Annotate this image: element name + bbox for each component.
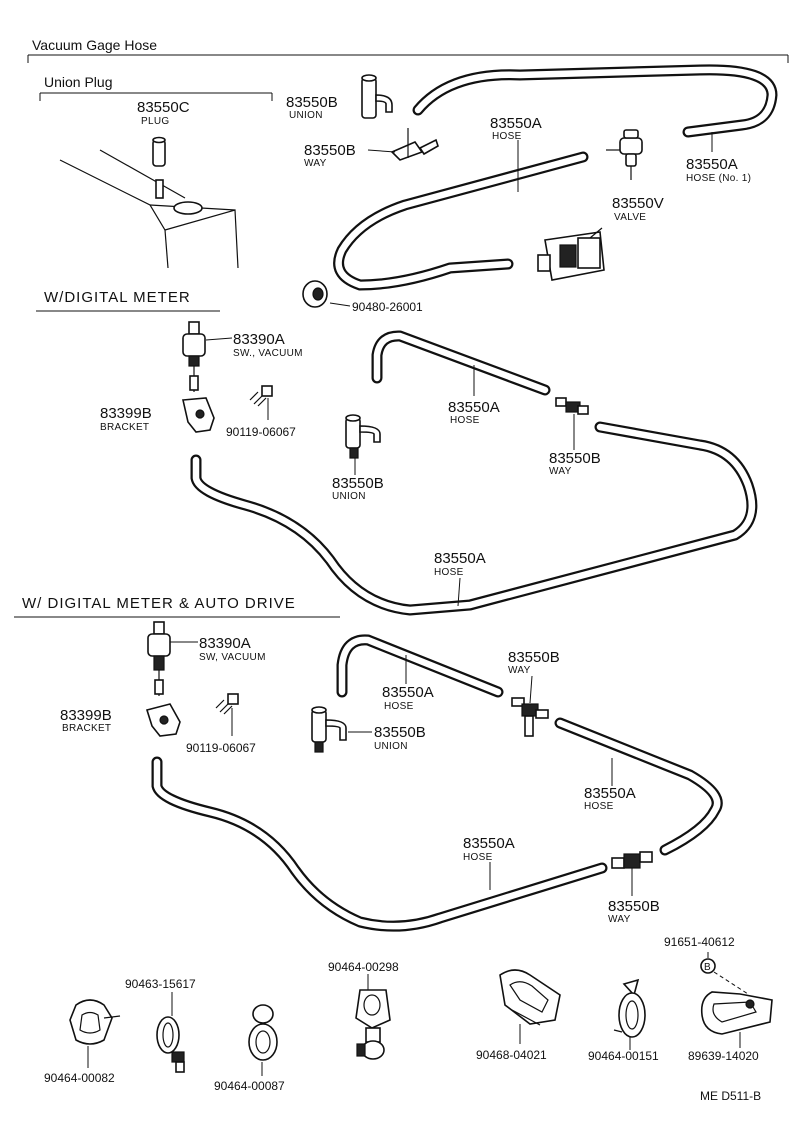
- hose-top-main: [333, 151, 589, 291]
- union-low-part: [311, 706, 347, 753]
- hose-low-right: [554, 717, 723, 856]
- way-top-number: 83550B: [304, 142, 356, 159]
- vacuum-gage-hose-title: Vacuum Gage Hose: [32, 37, 157, 53]
- union-low-number: 83550B: [374, 724, 426, 741]
- hose-low-bottom: [151, 756, 608, 932]
- hose-low-b-desc: HOSE: [584, 801, 614, 812]
- union-top-part: [361, 74, 393, 119]
- union-plug-title: Union Plug: [44, 74, 113, 90]
- vacuum-switch-mid: [182, 321, 206, 392]
- hose-mid-b-number: 83550A: [434, 550, 486, 567]
- way-low2-part: [611, 851, 653, 869]
- clamp-c5-number: 90468-04021: [476, 1048, 547, 1062]
- vacuum-switch-low: [147, 621, 171, 696]
- way-top-part: [390, 128, 439, 161]
- valve-part: [606, 129, 643, 180]
- bracket-mid-number: 83399B: [100, 405, 152, 422]
- hose-low-b-number: 83550A: [584, 785, 636, 802]
- grommet-number: 90480-26001: [352, 300, 423, 314]
- union-mid-number: 83550B: [332, 475, 384, 492]
- clamp-90464-00082: [69, 999, 121, 1045]
- way-low-desc: WAY: [508, 665, 531, 676]
- union-mid-desc: UNION: [332, 491, 366, 502]
- way-low-number: 83550B: [508, 649, 560, 666]
- clamp-c4-number: 90464-00298: [328, 960, 399, 974]
- vacuum-gage-hose-bracket: [27, 54, 789, 63]
- connector-block: [537, 227, 605, 281]
- hose-top-long: [412, 64, 778, 138]
- union-low-desc: UNION: [374, 741, 408, 752]
- hose-mid-a-number: 83550A: [448, 399, 500, 416]
- hose-top-desc: HOSE: [492, 131, 522, 142]
- diagram-reference: ME D511-B: [700, 1089, 761, 1103]
- way-mid-number: 83550B: [549, 450, 601, 467]
- hose-low-a-number: 83550A: [382, 684, 434, 701]
- switch-mid-number: 83390A: [233, 331, 285, 348]
- valve-number: 83550V: [612, 195, 664, 212]
- section-digital-meter-auto-drive: W/ DIGITAL METER & AUTO DRIVE: [22, 595, 296, 612]
- bracket-mid-desc: BRACKET: [100, 422, 149, 433]
- clamp-c3-number: 90464-00087: [214, 1079, 285, 1093]
- clamp-c1-number: 90464-00082: [44, 1071, 115, 1085]
- hose-low-a-desc: HOSE: [384, 701, 414, 712]
- union-top-desc: UNION: [289, 110, 323, 121]
- switch-low-number: 83390A: [199, 635, 251, 652]
- hose-no1-desc: HOSE (No. 1): [686, 173, 751, 184]
- hose-top-number: 83550A: [490, 115, 542, 132]
- way-low2-desc: WAY: [608, 914, 631, 925]
- switch-mid-desc: SW., VACUUM: [233, 348, 303, 359]
- hose-mid-lower: [190, 421, 758, 616]
- clamp-c6-number: 90464-00151: [588, 1049, 659, 1063]
- union-top-number: 83550B: [286, 94, 338, 111]
- hose-low-c-desc: HOSE: [463, 852, 493, 863]
- bracket-mid: [182, 397, 215, 433]
- section-digital-meter: W/DIGITAL METER: [44, 289, 191, 306]
- bracket-low-desc: BRACKET: [62, 723, 111, 734]
- hose-mid-b-desc: HOSE: [434, 567, 464, 578]
- hose-mid-upper: [371, 330, 551, 396]
- hose-no1-number: 83550A: [686, 156, 738, 173]
- clamp-c7-badge-letter: B: [704, 962, 711, 973]
- way-mid-desc: WAY: [549, 466, 572, 477]
- way-low-part: [511, 697, 549, 737]
- bolt-mid-number: 90119-06067: [226, 425, 296, 439]
- clamp-89639-14020: [700, 991, 773, 1035]
- way-mid-part: [555, 397, 589, 415]
- valve-desc: VALVE: [614, 212, 646, 223]
- clamp-c7-top-number: 91651-40612: [664, 935, 735, 949]
- clamp-90463-15617: [156, 1016, 185, 1073]
- bolt-low-number: 90119-06067: [186, 741, 256, 755]
- clamp-c7-number: 89639-14020: [688, 1049, 759, 1063]
- bracket-low-number: 83399B: [60, 707, 112, 724]
- way-top-desc: WAY: [304, 158, 327, 169]
- plug-part-desc: PLUG: [141, 116, 169, 127]
- union-plug-bracket: [39, 92, 273, 101]
- bracket-low: [145, 703, 181, 737]
- hose-mid-a-desc: HOSE: [450, 415, 480, 426]
- clamp-90464-00151: [613, 978, 646, 1038]
- plug-part-number: 83550C: [137, 99, 190, 116]
- hose-low-c-number: 83550A: [463, 835, 515, 852]
- clamp-c7-badge: [700, 958, 716, 974]
- bolt-mid: [249, 385, 273, 407]
- engine-block-outline: [59, 149, 239, 269]
- clamp-c2-number: 90463-15617: [125, 977, 196, 991]
- clamp-90464-00298: [355, 989, 391, 1060]
- hose-low-upper: [336, 634, 504, 698]
- clamp-90464-00087: [248, 1004, 278, 1061]
- plug-part: [152, 136, 166, 167]
- grommet-part: [302, 280, 328, 308]
- way-low2-number: 83550B: [608, 898, 660, 915]
- clamp-90468-04021: [499, 969, 561, 1026]
- union-mid-part: [345, 414, 381, 459]
- bolt-low: [215, 693, 239, 715]
- switch-low-desc: SW, VACUUM: [199, 652, 266, 663]
